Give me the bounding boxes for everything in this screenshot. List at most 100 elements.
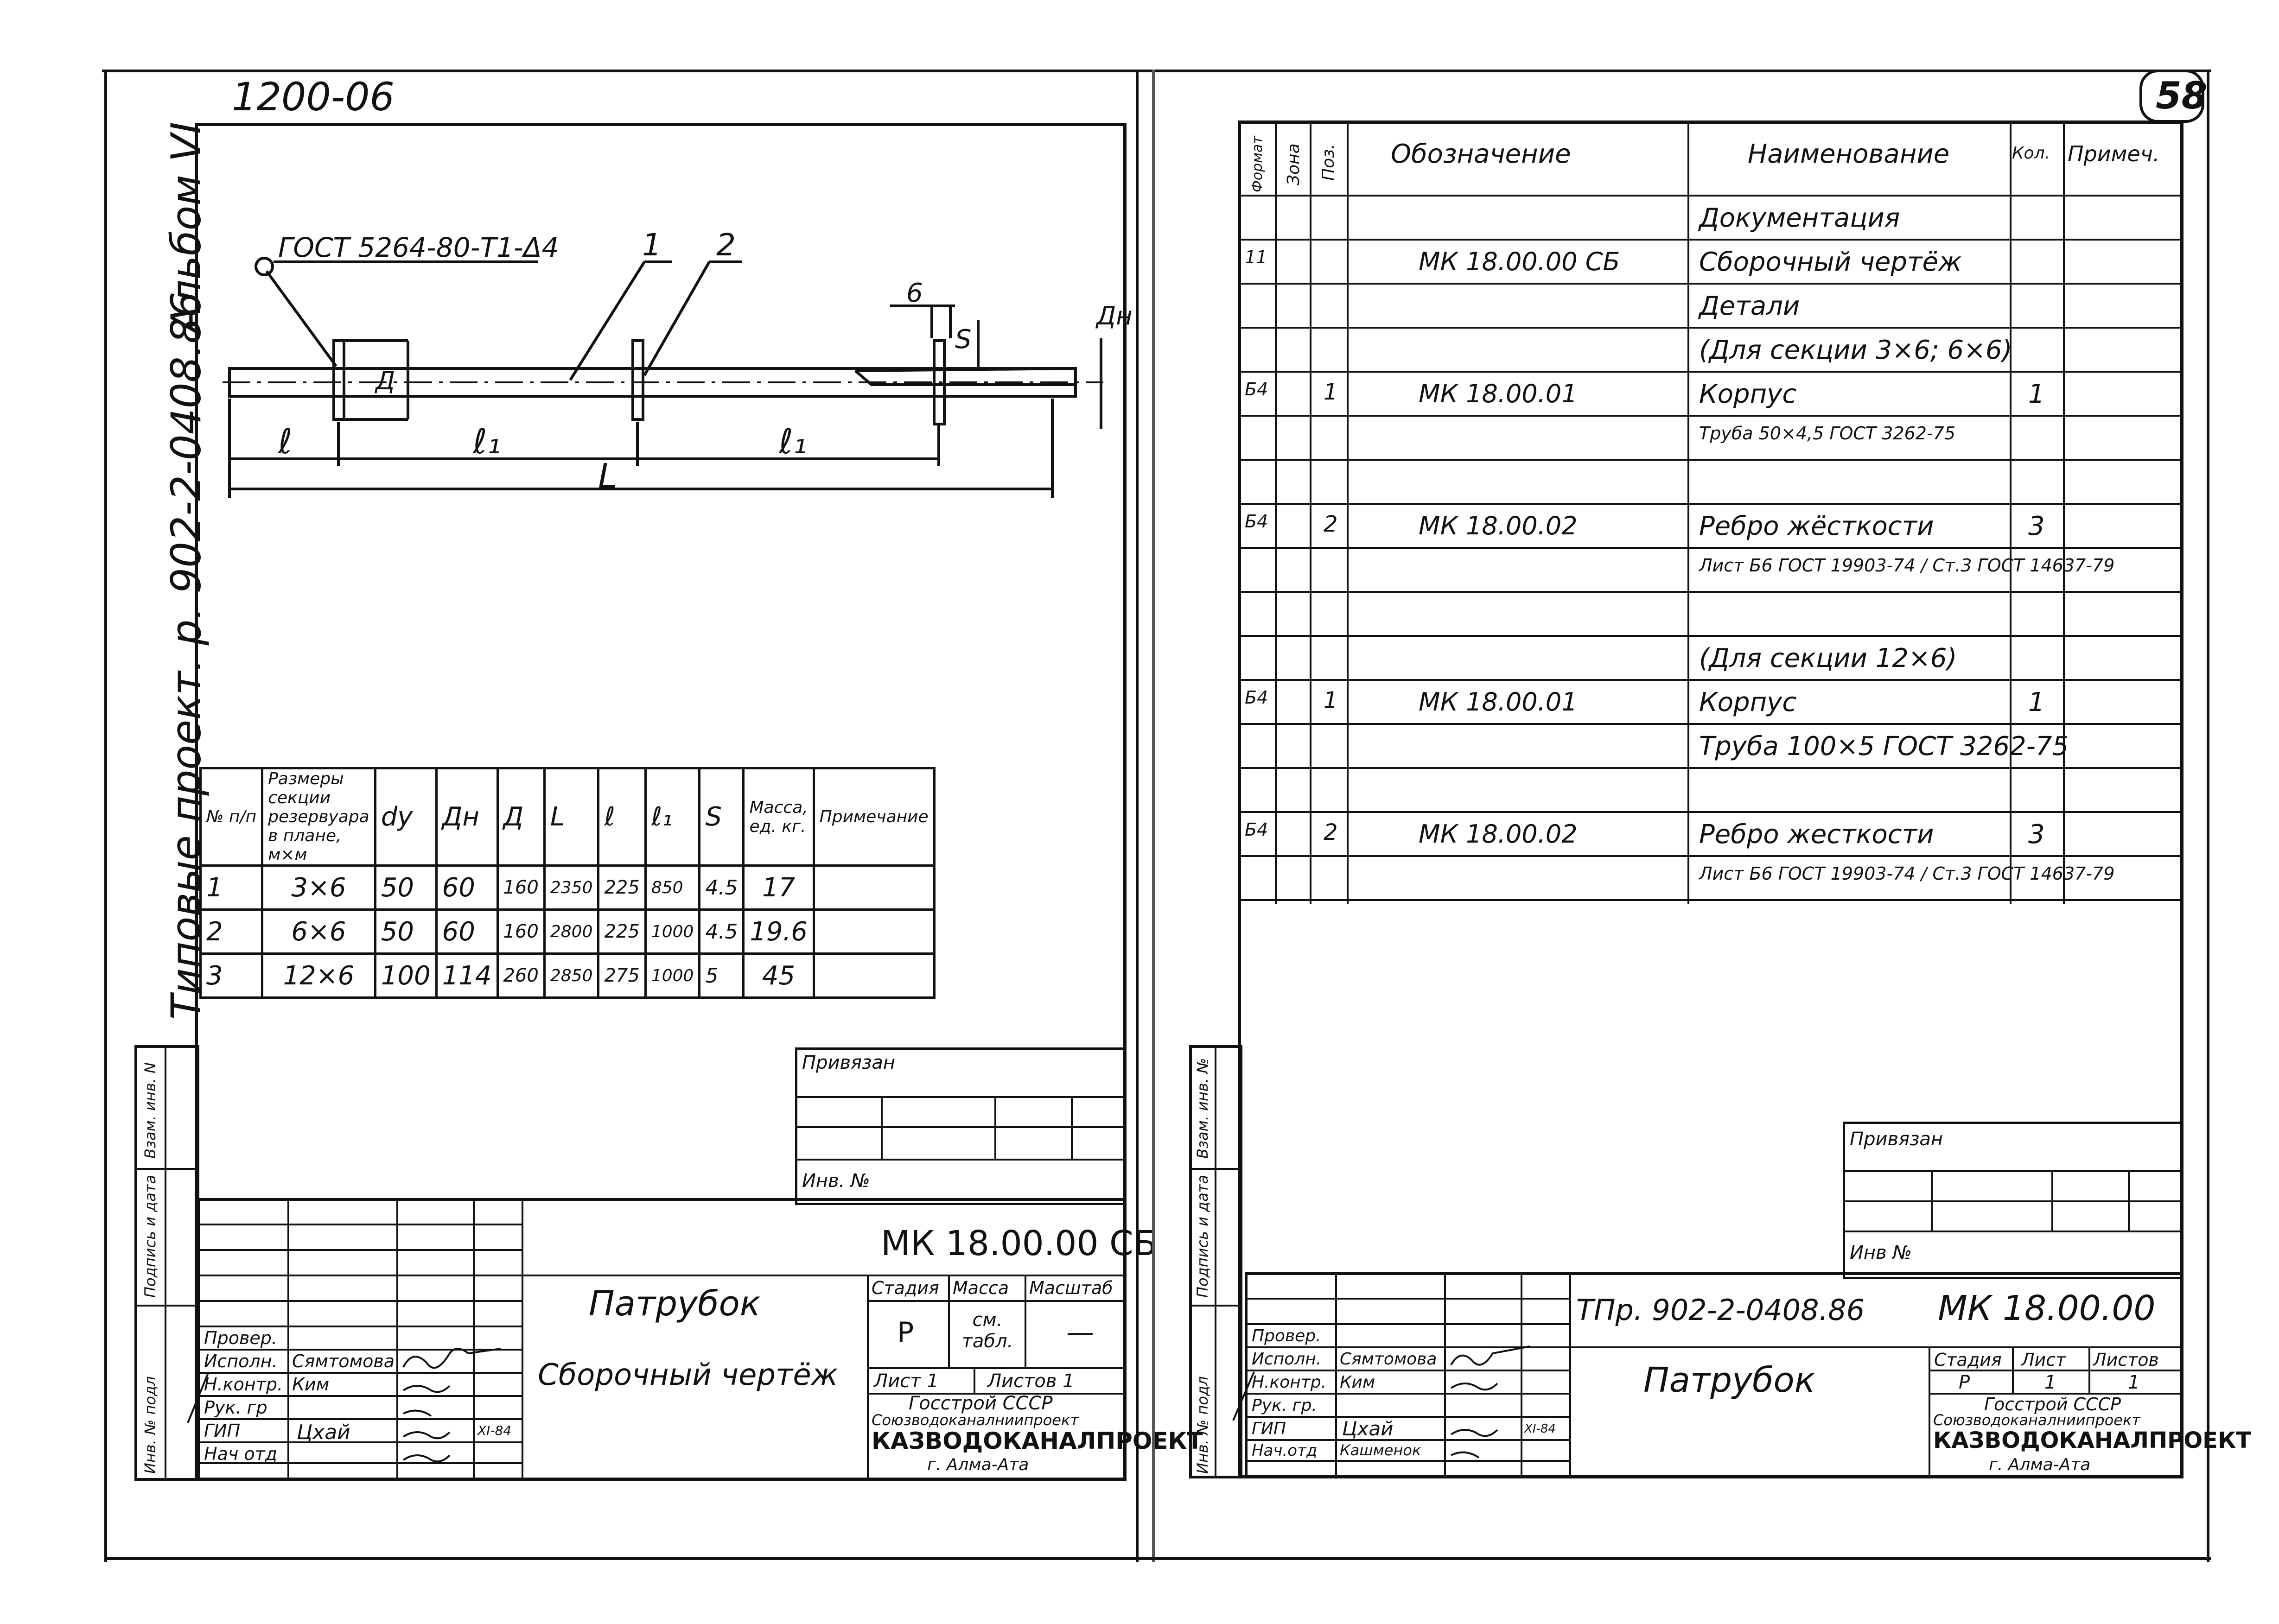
th-s: S <box>698 767 745 867</box>
spec-name: Лист Б6 ГОСТ 19903-74 / Ст.3 ГОСТ 14637-… <box>1699 555 2115 576</box>
spec-qty: 3 <box>2028 819 2045 850</box>
role-rukgr: Рук. гр <box>204 1397 267 1418</box>
r-stamp-code: МК 18.00.00 <box>1938 1288 2156 1328</box>
dim-s: S <box>955 324 972 355</box>
spec-name: Труба 50×4,5 ГОСТ 3262-75 <box>1699 423 1956 444</box>
left-right-edge <box>1136 70 1139 1562</box>
stage-value: Р <box>897 1316 914 1349</box>
spec-row-line <box>1238 283 2184 285</box>
org-4: г. Алма-Ата <box>927 1455 1029 1474</box>
leader-2 <box>643 261 711 376</box>
th-designation: Обозначение <box>1391 139 1571 169</box>
stamp-subtitle: Сборочный чертёж <box>538 1358 838 1392</box>
r-org-2: Союзводоканалниипроект <box>1933 1411 2140 1429</box>
spec-row-line <box>1238 899 2184 901</box>
dim-l: ℓ <box>278 422 293 462</box>
org-1: Госстрой СССР <box>909 1393 1053 1414</box>
inv-no-label: Инв. № <box>802 1170 870 1192</box>
mass-label: Масса <box>953 1278 1009 1298</box>
role-prover: Провер. <box>204 1328 277 1348</box>
diagonal-mark <box>187 1371 210 1423</box>
r-stage-value: Р <box>1959 1372 1970 1393</box>
th-L: L <box>543 767 600 867</box>
spec-row-line <box>1238 767 2184 769</box>
r-name-nachotd: Кашменок <box>1340 1441 1421 1459</box>
r-signature-4 <box>1451 1451 1480 1459</box>
spec-fmt: Б4 <box>1245 819 1268 840</box>
spec-fmt: Б4 <box>1245 511 1268 532</box>
stamp-code: МК 18.00.00 СБ <box>881 1224 1157 1263</box>
gost-circle <box>255 257 274 276</box>
dim-6: 6 <box>906 278 923 308</box>
role-nachotd: Нач отд <box>204 1444 278 1464</box>
spec-pos: 2 <box>1324 511 1338 537</box>
r-role-gip: ГИП <box>1252 1419 1286 1438</box>
dim-Dn: Дн <box>1096 301 1133 330</box>
spec-qty: 1 <box>2028 687 2045 717</box>
right-title-stamp <box>1245 1272 2184 1478</box>
spec-fmt: Б4 <box>1245 687 1268 708</box>
spec-row-line <box>1238 415 2184 417</box>
gost-leader <box>265 270 337 367</box>
callout-2: 2 <box>716 227 736 263</box>
r-stage-label: Стадия <box>1934 1350 2002 1370</box>
spec-pos: 2 <box>1324 819 1338 845</box>
spec-row-line <box>1238 811 2184 813</box>
spec-row-line <box>1238 459 2184 461</box>
r-org-3: КАЗВОДОКАНАЛПРОЕКТ <box>1933 1427 2251 1453</box>
r-name-gip: Цхай <box>1342 1417 1394 1440</box>
spec-row-line <box>1238 239 2184 241</box>
r-role-nkontr: Н.контр. <box>1252 1373 1327 1392</box>
r-role-rukgr: Рук. гр. <box>1252 1396 1317 1415</box>
r-signature-1 <box>1450 1345 1530 1366</box>
th-qty: Кол. <box>2012 144 2050 163</box>
spec-fmt: Б4 <box>1245 379 1268 400</box>
spec-code: МК 18.00.02 <box>1419 511 1578 540</box>
spec-code: МК 18.00.02 <box>1419 819 1578 849</box>
callout-1: 1 <box>642 227 662 263</box>
scale-value: — <box>1066 1316 1094 1349</box>
stamp-date: XI-84 <box>477 1423 512 1438</box>
r-stamp-title: Патрубок <box>1643 1360 1815 1400</box>
spec-name: Сборочный чертёж <box>1699 247 1962 277</box>
top-code: 1200-06 <box>232 74 395 120</box>
spec-row-line <box>1238 723 2184 725</box>
spec-row-line <box>1238 635 2184 637</box>
r-signature-2 <box>1450 1383 1498 1391</box>
th-size: Размеры секции резервуара в плане, м×м <box>261 767 376 867</box>
signature-1 <box>402 1348 501 1369</box>
spec-name: Документация <box>1699 203 1900 233</box>
r-sheet-value: 1 <box>2044 1372 2056 1393</box>
sheets-value: Листов 1 <box>987 1370 1075 1392</box>
th-num: № п/п <box>199 767 264 867</box>
signature-3 <box>402 1431 451 1440</box>
spec-name: (Для секции 12×6) <box>1699 643 1957 673</box>
spec-row-line <box>1238 547 2184 549</box>
dim-L: L <box>598 457 617 496</box>
name-gip: Цхай <box>297 1421 350 1444</box>
sheet-value: Лист 1 <box>874 1370 939 1392</box>
r-role-ispoln: Исполн. <box>1252 1350 1322 1369</box>
spec-row-line <box>1238 327 2184 329</box>
spec-row-line <box>1238 855 2184 857</box>
name-ispoln: Сямтомова <box>292 1351 395 1371</box>
th-l1: ℓ₁ <box>644 767 701 867</box>
r-org-1: Госстрой СССР <box>1984 1394 2121 1415</box>
r-sheet-label: Лист <box>2021 1350 2066 1370</box>
th-note: Примечание <box>812 767 936 867</box>
th-note: Примеч. <box>2068 141 2160 166</box>
parameter-table: № п/п Размеры секции резервуара в плане,… <box>199 767 936 999</box>
spec-name: (Для секции 3×6; 6×6) <box>1699 335 2012 365</box>
right-privyazan-label: Привязан <box>1850 1129 1943 1150</box>
r-role-nachotd: Нач.отд <box>1252 1441 1318 1460</box>
spec-row-line <box>1238 371 2184 373</box>
dim-D: Д <box>376 366 395 395</box>
right-top-border <box>1145 70 2211 72</box>
privyazan-label: Привязан <box>802 1052 896 1073</box>
spec-pos: 1 <box>1324 687 1338 713</box>
